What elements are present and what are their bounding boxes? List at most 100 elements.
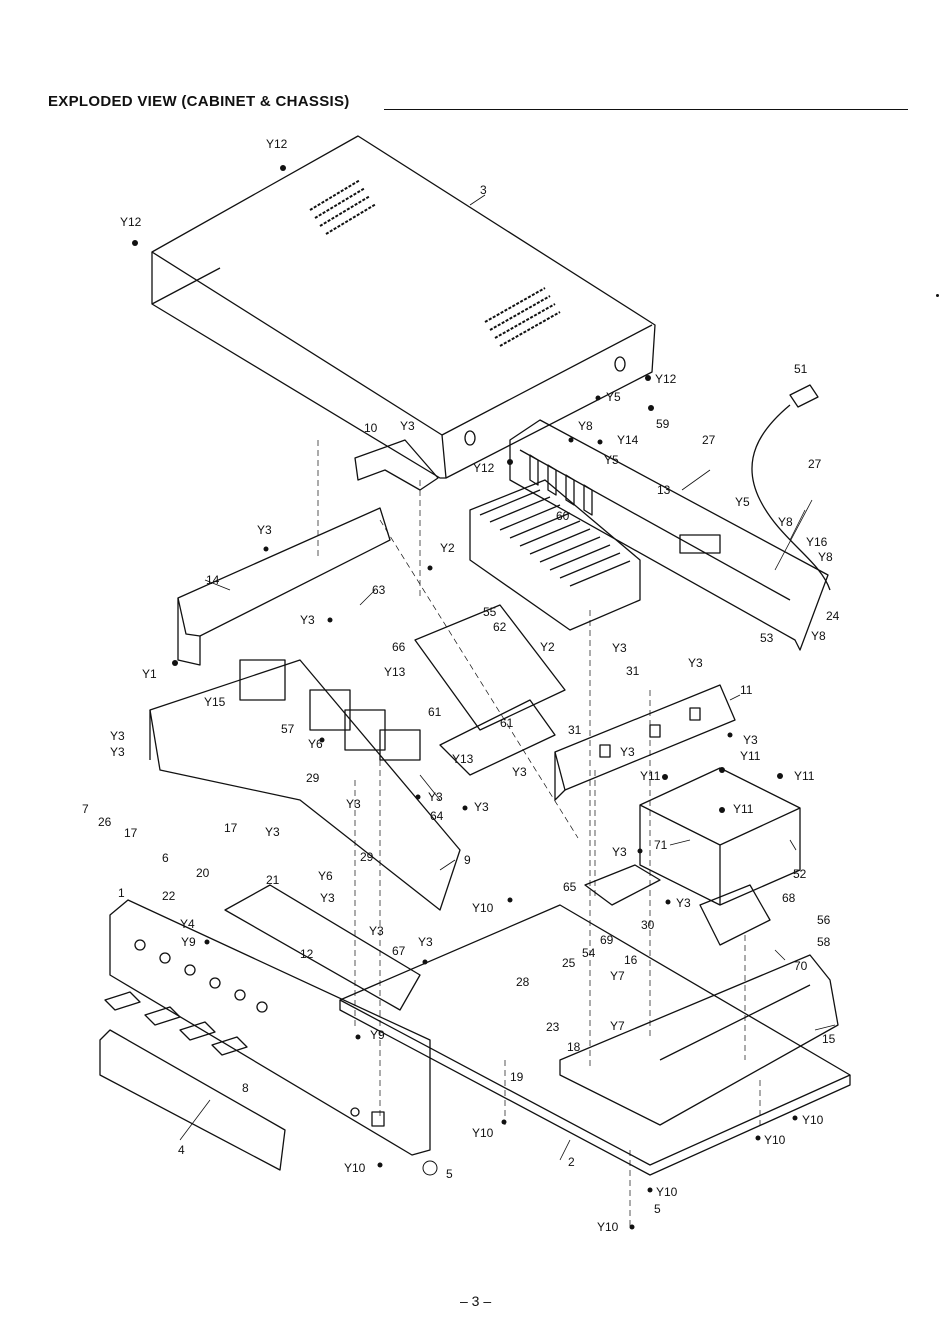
label-part: 29 — [306, 771, 320, 785]
page-title: EXPLODED VIEW (CABINET & CHASSIS) — [48, 93, 350, 110]
label-part: 11 — [740, 683, 753, 697]
screws — [132, 165, 798, 1230]
label-part: 58 — [817, 935, 831, 949]
label-part: 64 — [430, 809, 444, 823]
label-part: 7 — [82, 802, 89, 816]
label-part: 14 — [206, 573, 220, 587]
label-y13: Y13 — [384, 665, 406, 679]
label-part: 5 — [654, 1202, 661, 1216]
label-y10: Y10 — [656, 1185, 678, 1199]
label-y3: Y3 — [428, 790, 443, 804]
label-part: 20 — [196, 866, 210, 880]
label-part: 19 — [510, 1070, 524, 1084]
label-y3: Y3 — [743, 733, 758, 747]
label-part: 62 — [493, 620, 507, 634]
label-y8: Y8 — [578, 419, 593, 433]
label-y10: Y10 — [472, 1126, 494, 1140]
label-part: 17 — [224, 821, 238, 835]
label-part: 8 — [242, 1081, 249, 1095]
label-part: 51 — [794, 362, 808, 376]
label-part: 54 — [582, 946, 596, 960]
bottom-plate — [339, 904, 851, 1176]
label-part: 68 — [782, 891, 796, 905]
label-y3: Y3 — [620, 745, 635, 759]
label-y11: Y11 — [740, 749, 761, 763]
title-rule — [384, 109, 908, 110]
label-y3: Y3 — [369, 924, 384, 938]
label-part: 67 — [392, 944, 406, 958]
label-part: 23 — [546, 1020, 560, 1034]
label-y14: Y14 — [617, 433, 639, 447]
label-y10: Y10 — [344, 1161, 366, 1175]
label-y12: Y12 — [655, 372, 677, 386]
label-y3: Y3 — [474, 800, 489, 814]
label-y4: Y4 — [180, 917, 195, 931]
label-y9: Y9 — [370, 1028, 385, 1042]
label-y3: Y3 — [300, 613, 315, 627]
label-part: 13 — [657, 483, 671, 497]
main-pcb — [414, 604, 566, 776]
label-part: 24 — [826, 609, 840, 623]
label-part: 31 — [626, 664, 640, 678]
heatsink — [469, 479, 641, 631]
label-y3: Y3 — [320, 891, 335, 905]
label-part: 9 — [464, 853, 471, 867]
side-bracket-left — [177, 507, 391, 666]
side-bracket-right — [554, 684, 736, 801]
label-part: 4 — [178, 1143, 185, 1157]
label-y3: Y3 — [400, 419, 415, 433]
label-part: 12 — [300, 947, 314, 961]
label-y10: Y10 — [472, 901, 494, 915]
label-part: 15 — [822, 1032, 836, 1046]
label-part: 61 — [500, 716, 514, 730]
label-y13: Y13 — [452, 752, 474, 766]
label-y12: Y12 — [120, 215, 142, 229]
label-y3: Y3 — [612, 845, 627, 859]
label-part: 59 — [656, 417, 670, 431]
label-part: 61 — [428, 705, 442, 719]
lower-pcb — [224, 884, 421, 1011]
chassis-tray — [559, 954, 839, 1126]
label-y3: Y3 — [512, 765, 527, 779]
label-part: 57 — [281, 722, 295, 736]
label-part: 27 — [808, 457, 822, 471]
label-y10: Y10 — [802, 1113, 824, 1127]
tuner-module — [584, 864, 661, 906]
label-y3: Y3 — [612, 641, 627, 655]
label-y8: Y8 — [818, 550, 833, 564]
label-part: 69 — [600, 933, 614, 947]
label-y2: Y2 — [540, 640, 555, 654]
label-y8: Y8 — [811, 629, 826, 643]
rear-panel — [509, 419, 829, 651]
label-y9: Y9 — [181, 935, 196, 949]
front-panel — [109, 899, 431, 1156]
label-part: 30 — [641, 918, 655, 932]
label-y7: Y7 — [610, 1019, 625, 1033]
assembly-guides — [317, 440, 761, 1230]
label-y8: Y8 — [778, 515, 793, 529]
label-y10: Y10 — [597, 1220, 619, 1234]
label-part: 18 — [567, 1040, 581, 1054]
page-number: – 3 – — [460, 1293, 492, 1309]
label-y3: Y3 — [110, 729, 125, 743]
label-y11: Y11 — [794, 769, 815, 783]
label-part: 10 — [364, 421, 378, 435]
label-part: 26 — [98, 815, 112, 829]
label-part: 52 — [793, 867, 807, 881]
label-y2: Y2 — [440, 541, 455, 555]
label-y12: Y12 — [266, 137, 288, 151]
label-y10: Y10 — [764, 1133, 786, 1147]
label-part: 17 — [124, 826, 138, 840]
label-part: 65 — [563, 880, 577, 894]
bracket — [354, 439, 439, 491]
potentiometer-block — [239, 659, 421, 761]
label-y16: Y16 — [806, 535, 828, 549]
margin-dot — [936, 294, 939, 297]
label-part: 28 — [516, 975, 530, 989]
label-part: 53 — [760, 631, 774, 645]
label-y12: Y12 — [473, 461, 495, 475]
label-part: 56 — [817, 913, 831, 927]
label-part: 71 — [654, 838, 668, 852]
label-y6: Y6 — [318, 869, 333, 883]
